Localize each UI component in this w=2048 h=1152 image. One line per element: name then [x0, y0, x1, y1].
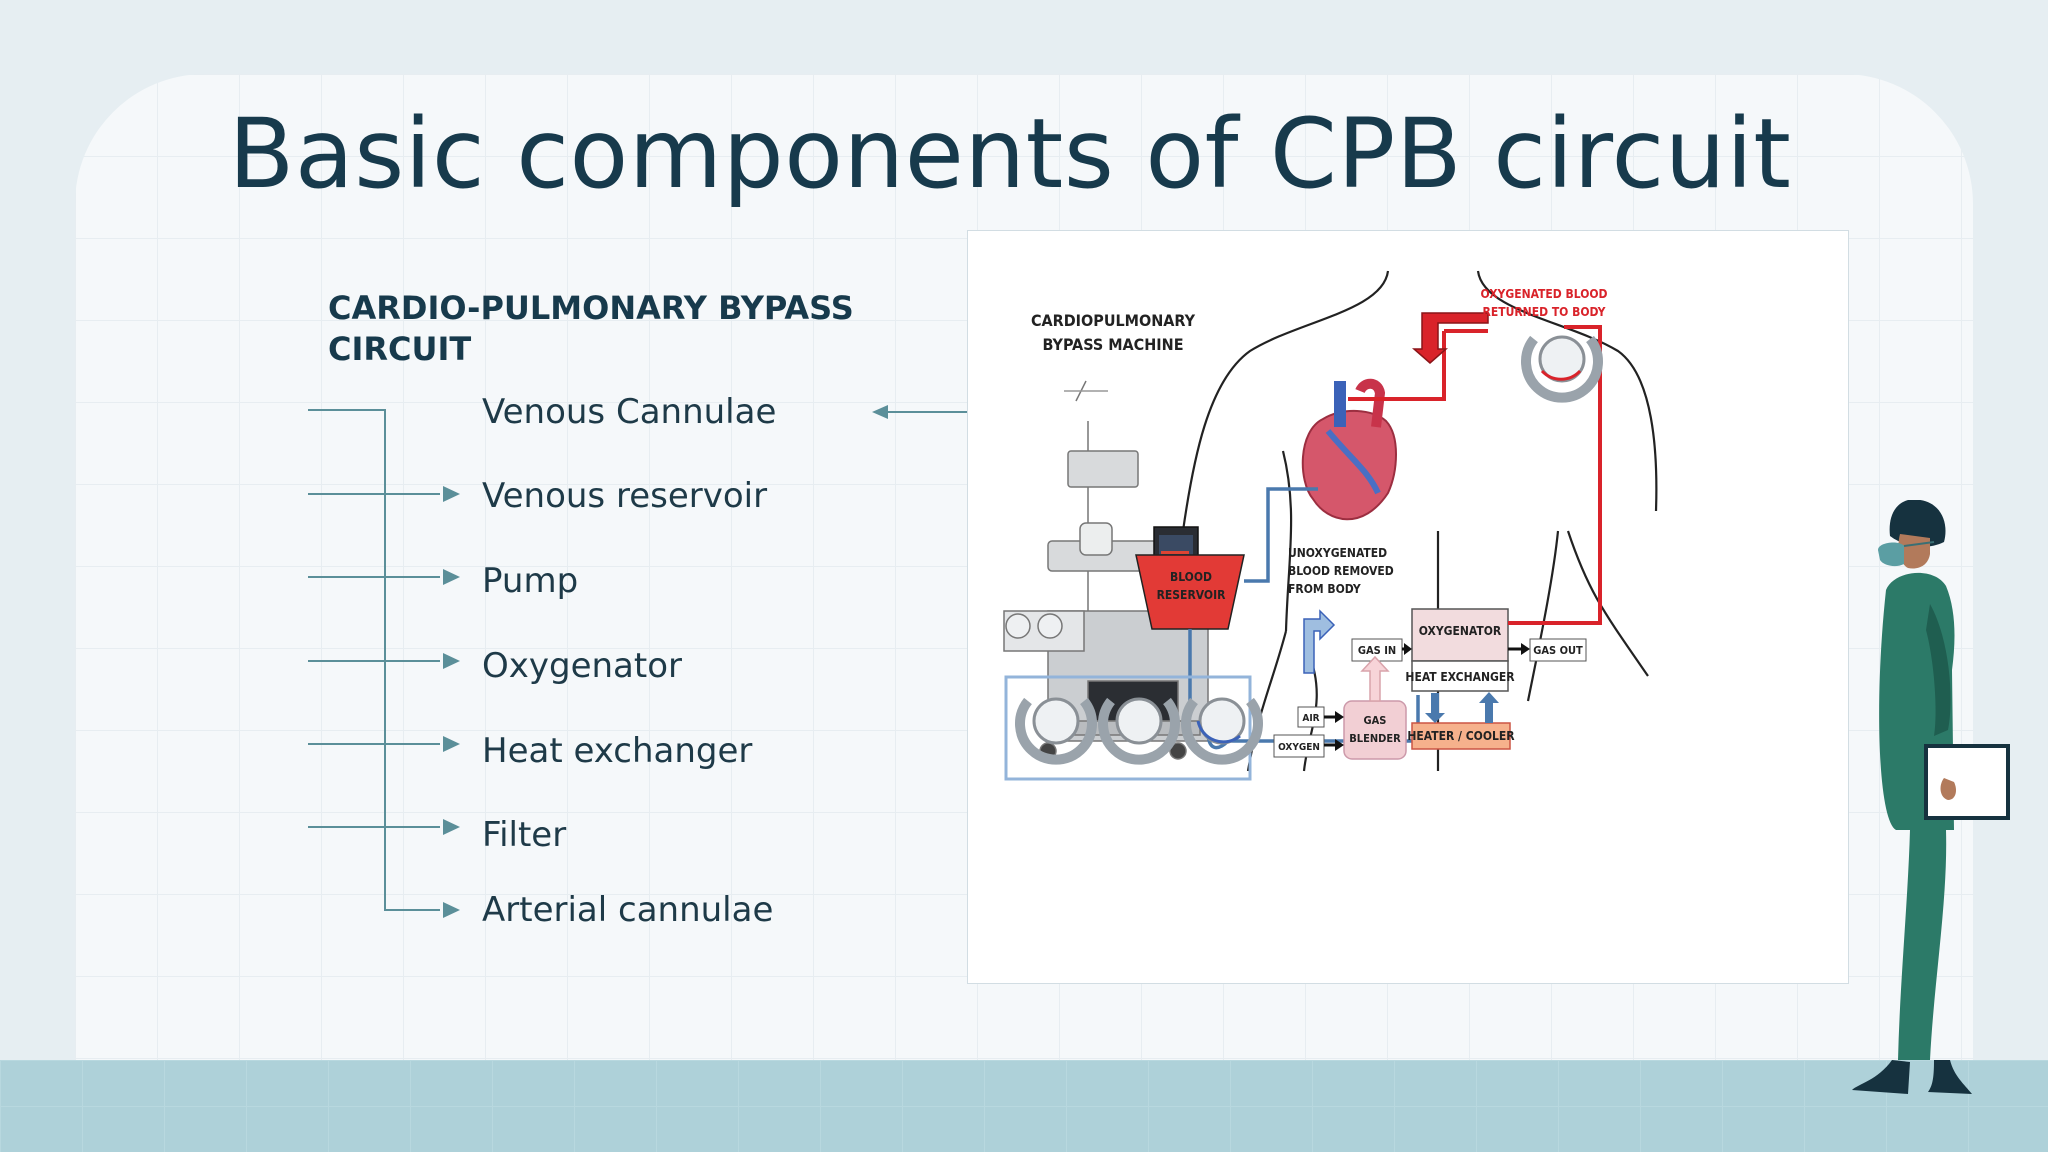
clipboard [1924, 744, 2010, 820]
cpb-diagram: CARDIOPULMONARY BYPASS MACHINE [967, 230, 1849, 984]
arterial-pump-head [1521, 335, 1603, 403]
unoxy-label-1: UNOXYGENATED [1288, 546, 1387, 560]
oxy-returned-label-1: OXYGENATED BLOOD [1480, 287, 1607, 301]
heat-exchanger-label: HEAT EXCHANGER [1405, 670, 1515, 684]
air-label: AIR [1302, 713, 1319, 724]
list-item-filter: Filter [482, 815, 567, 855]
gas-blender-label-2: BLENDER [1349, 732, 1401, 745]
heater-cooler-label: HEATER / COOLER [1407, 729, 1515, 743]
oxygenated-return-arrow [1412, 312, 1489, 364]
pump-heads [1015, 697, 1263, 765]
heater-cooler-box [1411, 722, 1511, 750]
gas-blender-label-1: GAS [1364, 714, 1387, 727]
roller-pumps [1004, 675, 1252, 781]
list-item-venous-cannulae: Venous Cannulae [482, 392, 777, 432]
gas-blender-arrow [1360, 655, 1390, 702]
unoxy-arrow [1303, 609, 1336, 674]
machine-label-1: CARDIOPULMONARY [1031, 311, 1196, 330]
heart-image [1301, 378, 1397, 521]
slide-title: Basic components of CPB circuit [228, 98, 1792, 210]
oxy-returned-label-2: RETURNED TO BODY [1483, 305, 1606, 319]
heat-exchanger-box [1411, 660, 1509, 692]
list-item-venous-reservoir: Venous reservoir [482, 476, 768, 516]
oxygen-label: OXYGEN [1278, 742, 1320, 753]
gas-out-label: GAS OUT [1533, 644, 1583, 657]
doctor-illustration [1852, 500, 2010, 1094]
floor [0, 1060, 2048, 1152]
list-item-oxygenator: Oxygenator [482, 646, 682, 686]
list-item-pump: Pump [482, 561, 579, 601]
machine-label-2: BYPASS MACHINE [1042, 335, 1183, 354]
blood-reservoir [1135, 554, 1245, 630]
unoxy-label-3: FROM BODY [1288, 582, 1361, 596]
gas-in-label: GAS IN [1358, 644, 1396, 657]
gas-out-box [1529, 638, 1587, 662]
reservoir-label-2: RESERVOIR [1157, 588, 1226, 602]
heater-arrows [1425, 692, 1499, 723]
unoxy-label-2: BLOOD REMOVED [1288, 564, 1394, 578]
gas-blender-box [1343, 700, 1407, 760]
body-outline [1170, 270, 1658, 772]
oxygenator-label: OXYGENATOR [1419, 624, 1502, 638]
list-item-heat-exchanger: Heat exchanger [482, 731, 753, 771]
list-item-arterial-cannulae: Arterial cannulae [482, 890, 774, 930]
arterial-line [1348, 325, 1602, 625]
circuit-heading: CARDIO-PULMONARY BYPASS CIRCUIT [328, 289, 854, 368]
reservoir-label-1: BLOOD [1170, 570, 1212, 584]
